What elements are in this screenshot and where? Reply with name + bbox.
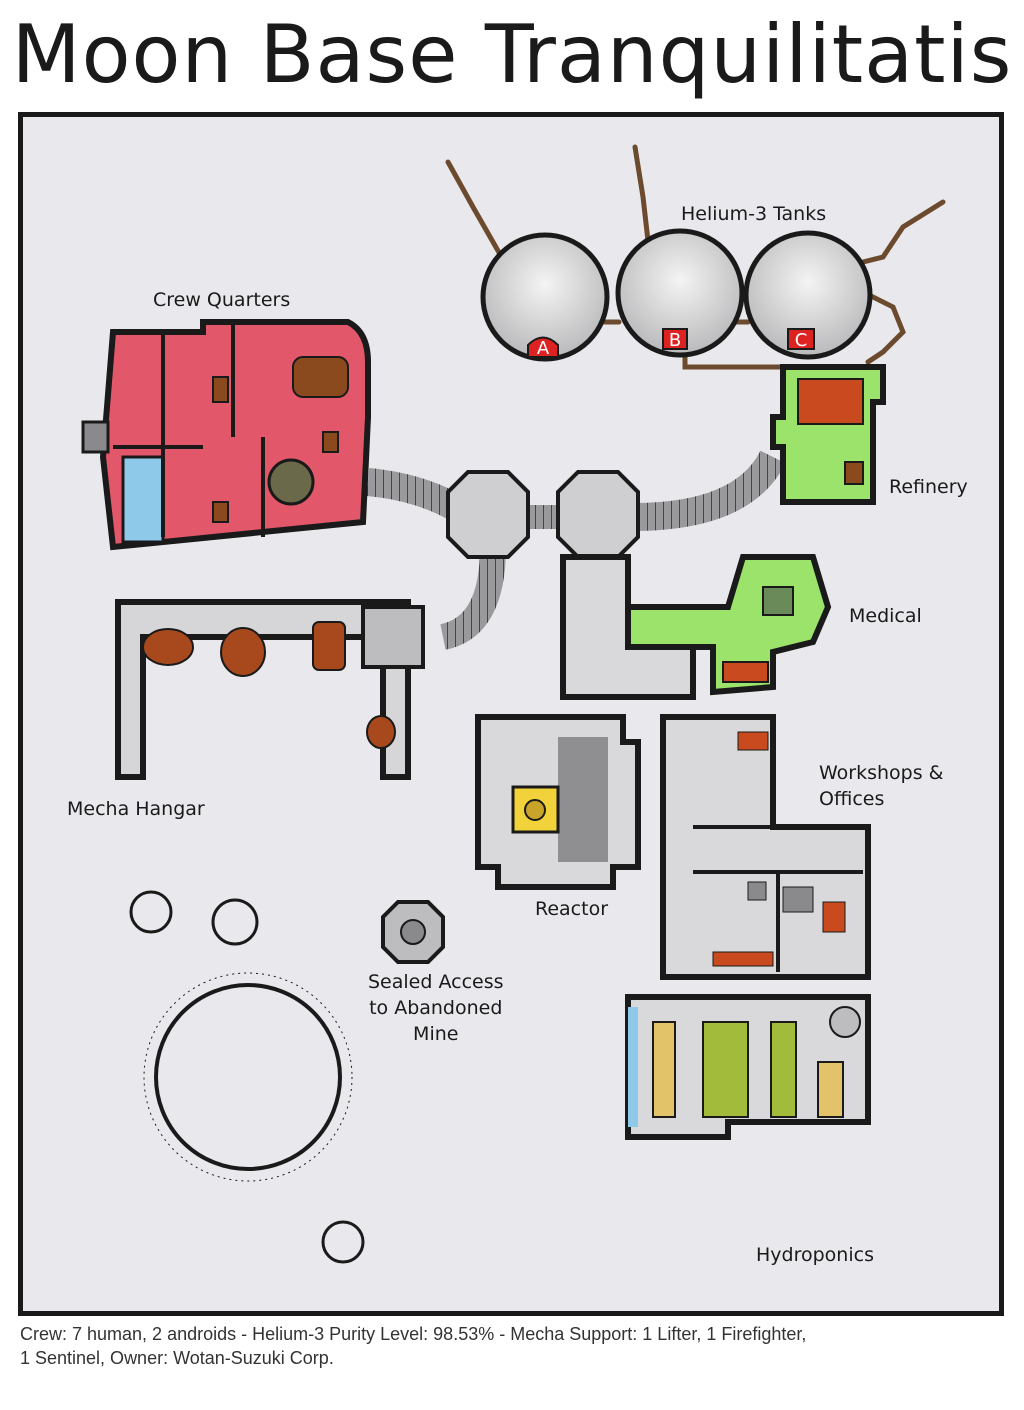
mecha-hangar-module: [115, 599, 425, 780]
label-sealed-mine: Sealed Access to Abandoned Mine: [368, 969, 504, 1047]
hydroponics-module: [625, 994, 871, 1140]
label-helium-tanks: Helium-3 Tanks: [681, 203, 827, 225]
label-reactor: Reactor: [535, 898, 609, 920]
label-mine-line1: Sealed Access: [368, 971, 504, 993]
sealed-mine-hatch: [381, 900, 445, 964]
label-crew-quarters: Crew Quarters: [153, 289, 291, 311]
map-frame: A B C: [18, 112, 1004, 1316]
map-footer: Crew: 7 human, 2 androids - Helium-3 Pur…: [20, 1322, 1004, 1370]
footer-line1: Crew: 7 human, 2 androids - Helium-3 Pur…: [20, 1324, 807, 1344]
helium-tank-c: C: [743, 230, 873, 360]
map-title: Moon Base Tranquilitatis: [11, 8, 1013, 101]
refinery-module: [770, 364, 886, 505]
label-workshops-line1: Workshops &: [819, 762, 944, 784]
label-workshops-line2: Offices: [819, 788, 885, 810]
label-workshops-offices: Workshops & Offices: [819, 760, 944, 812]
tank-letter-a: A: [537, 338, 550, 359]
label-mine-line3: Mine: [413, 1023, 459, 1045]
label-mine-line2: to Abandoned: [369, 997, 503, 1019]
reactor-module: [475, 714, 641, 890]
label-mecha-hangar: Mecha Hangar: [67, 798, 205, 820]
tank-letter-c: C: [795, 330, 808, 351]
label-medical: Medical: [849, 605, 922, 627]
footer-line2: 1 Sentinel, Owner: Wotan-Suzuki Corp.: [20, 1348, 334, 1368]
connecting-hoses: [366, 450, 786, 650]
label-hydroponics: Hydroponics: [756, 1244, 874, 1266]
helium-tank-b: B: [615, 228, 745, 358]
workshops-offices-module: [660, 714, 871, 980]
map-drawing: A B C: [81, 144, 946, 1264]
crew-quarters-module: [81, 319, 371, 551]
helium-tank-a: A: [480, 232, 610, 362]
lunar-craters: [129, 890, 365, 1264]
label-refinery: Refinery: [889, 476, 968, 498]
medical-module: [625, 554, 832, 696]
tank-letter-b: B: [669, 330, 681, 351]
